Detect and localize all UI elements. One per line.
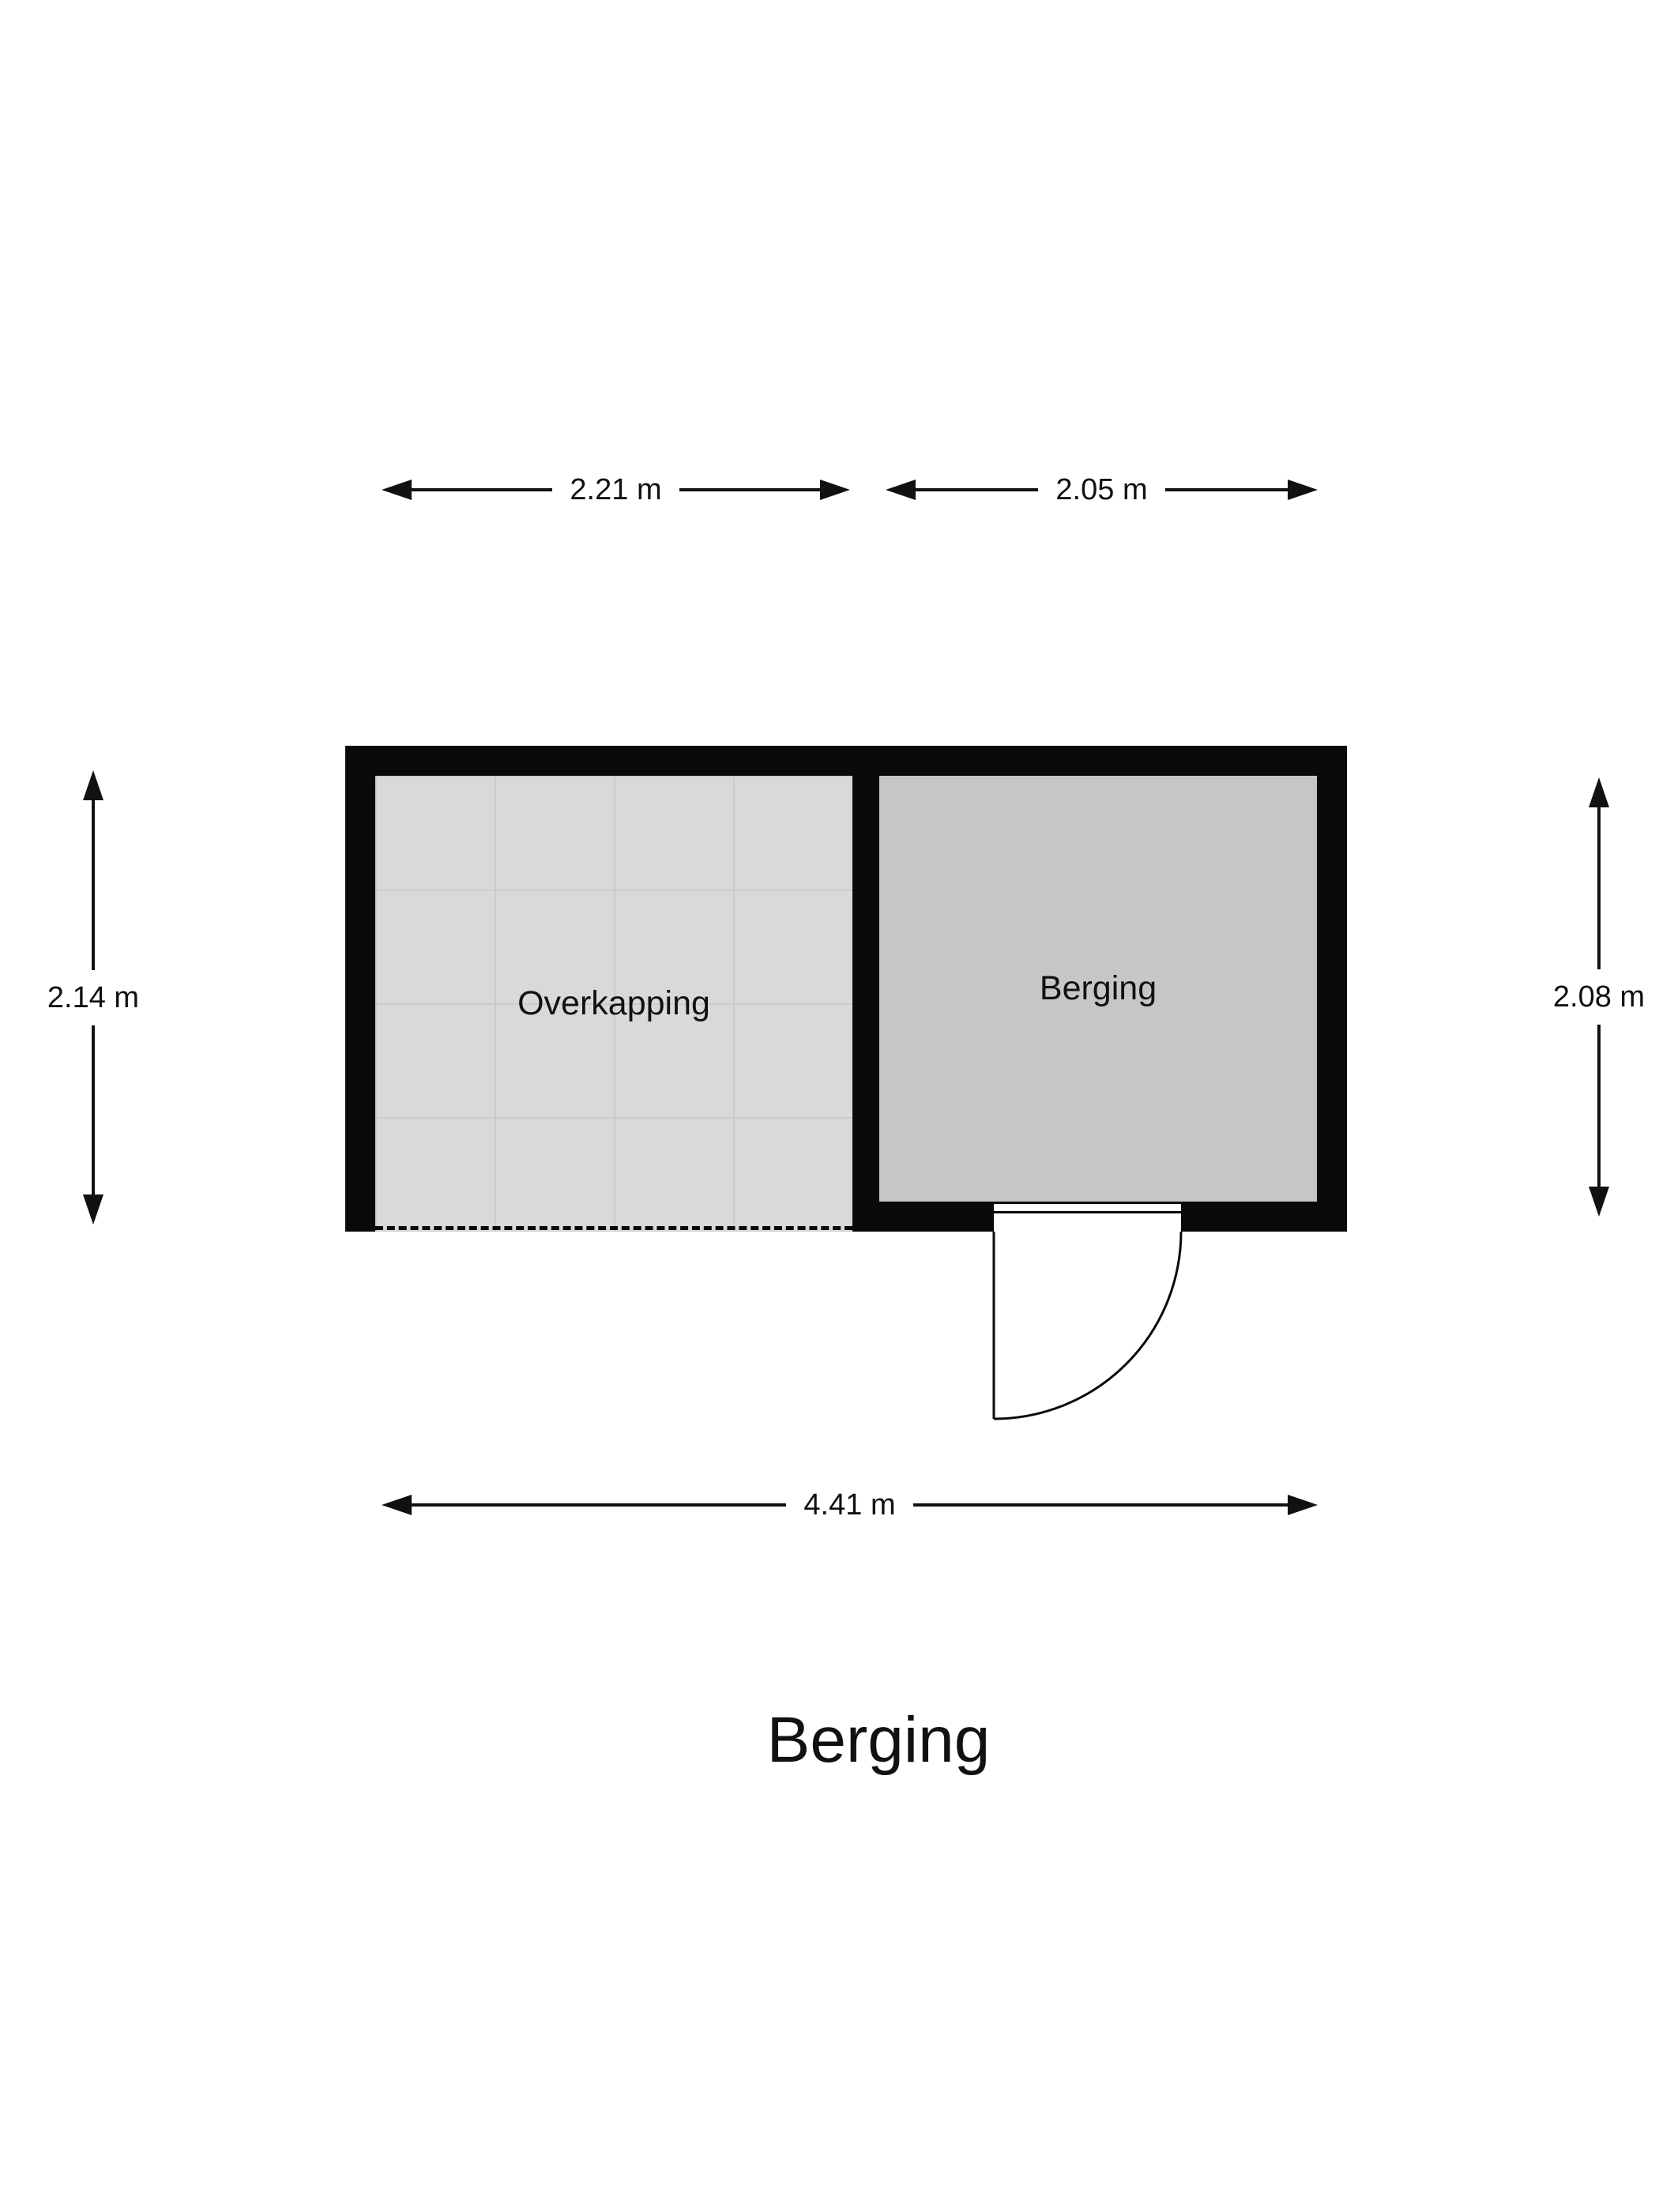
dimension-line [412, 488, 553, 491]
door-swing-icon [992, 1231, 1183, 1420]
arrowhead-up-icon [83, 770, 103, 800]
dimension-right-berging: 2.08 m [1540, 777, 1658, 1217]
arrowhead-down-icon [83, 1194, 103, 1224]
dimension-line [1597, 807, 1601, 969]
arrowhead-left-icon [382, 1495, 412, 1515]
arrowhead-right-icon [820, 480, 851, 500]
floorplan: Overkapping Berging [345, 746, 1347, 1420]
dimension-line [1597, 1025, 1601, 1187]
page-title: Berging [766, 1704, 991, 1776]
dimension-bottom-total: 4.41 m [382, 1488, 1319, 1522]
dimension-label-left: 2.14 m [47, 980, 140, 1014]
wall-top [345, 746, 1347, 776]
dimension-line [92, 1025, 95, 1194]
arrowhead-right-icon [1288, 480, 1319, 500]
room-overkapping: Overkapping [375, 776, 852, 1232]
arrowhead-left-icon [382, 480, 412, 500]
dimension-line [679, 488, 821, 491]
dimension-line [1164, 488, 1288, 491]
dimension-label-top-left: 2.21 m [570, 473, 662, 506]
dimension-line [912, 1503, 1288, 1507]
dimension-line [92, 800, 95, 970]
arrowhead-down-icon [1589, 1187, 1609, 1217]
wall-left [345, 746, 375, 1232]
dimension-top-overkapping: 2.21 m [382, 472, 851, 507]
room-berging: Berging [879, 776, 1317, 1202]
dimension-label-right: 2.08 m [1552, 980, 1646, 1014]
dimension-line [916, 488, 1039, 491]
wall-bottom-right-segment [1181, 1202, 1347, 1232]
door-threshold-line [994, 1211, 1181, 1213]
dimension-left-overkapping: 2.14 m [34, 770, 152, 1224]
door-threshold-line [994, 1202, 1181, 1204]
room-overkapping-label: Overkapping [517, 984, 710, 1022]
dimension-top-berging: 2.05 m [886, 472, 1319, 507]
wall-divider [852, 746, 879, 1232]
arrowhead-left-icon [886, 480, 916, 500]
wall-bottom-left-segment [852, 1202, 994, 1232]
dimension-label-top-right: 2.05 m [1055, 473, 1148, 506]
dimension-label-bottom: 4.41 m [803, 1488, 896, 1522]
room-berging-label: Berging [1039, 969, 1157, 1007]
arrowhead-right-icon [1288, 1495, 1319, 1515]
arrowhead-up-icon [1589, 777, 1609, 807]
open-side-dashed-line [375, 1226, 852, 1230]
wall-right [1317, 746, 1347, 1232]
dimension-line [412, 1503, 787, 1507]
